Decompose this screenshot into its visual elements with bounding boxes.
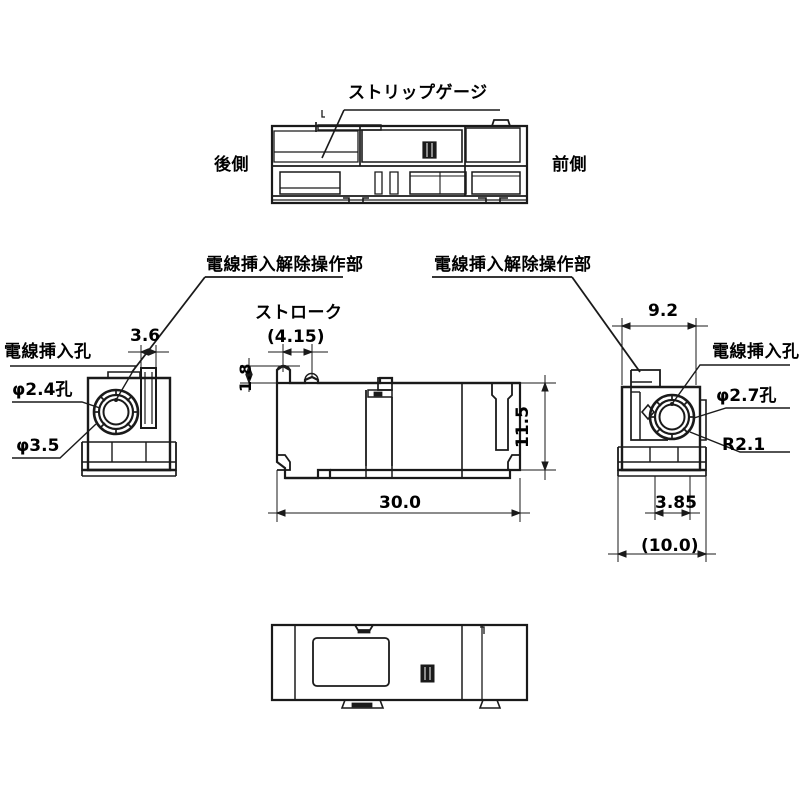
center-height-11-5: 11.5 xyxy=(513,406,533,448)
stroke-value: (4.15) xyxy=(267,327,325,347)
right-release-operation-callout: 電線挿入解除操作部 xyxy=(434,255,592,275)
center-height-1-8: 1.8 xyxy=(236,363,255,392)
right-side-view xyxy=(617,369,707,477)
stroke-label: ストローク xyxy=(255,303,343,323)
right-view-leaders xyxy=(670,364,790,453)
right-depth-10: (10.0) xyxy=(641,536,699,556)
top-view-outline xyxy=(270,119,529,205)
left-side-view xyxy=(81,367,177,477)
right-width-dimension-9-2: 9.2 xyxy=(648,301,679,321)
front-side-label: 前側 xyxy=(552,155,587,175)
right-wire-insertion-hole-label: 電線挿入孔 xyxy=(712,342,800,362)
center-dim-1-8 xyxy=(240,358,300,392)
left-hole-diameter-2-4: φ2.4孔 xyxy=(12,380,73,400)
bottom-view xyxy=(270,623,529,709)
right-view-dim-9-2 xyxy=(612,318,708,385)
center-dim-30 xyxy=(268,470,530,522)
right-radius-2-1: R2.1 xyxy=(722,435,766,455)
right-hole-diameter-2-7: φ2.7孔 xyxy=(716,386,777,406)
left-view-dim-3-6 xyxy=(128,345,169,370)
center-view xyxy=(275,364,522,480)
center-dim-11-5 xyxy=(520,375,556,480)
right-offset-3-85: 3.85 xyxy=(655,493,697,513)
strip-gauge-label: ストリップゲージ xyxy=(348,83,488,103)
callout-leaders xyxy=(131,276,641,373)
right-view-dim-3-85 xyxy=(645,476,700,520)
rear-side-label: 後側 xyxy=(214,155,249,175)
center-length-30: 30.0 xyxy=(379,493,421,513)
strip-gauge-leader xyxy=(321,109,500,159)
left-width-dimension-3-6: 3.6 xyxy=(130,326,161,346)
left-wire-insertion-hole-label: 電線挿入孔 xyxy=(4,342,92,362)
right-view-dim-10 xyxy=(608,476,716,562)
left-hole-diameter-3-5: φ3.5 xyxy=(16,436,60,456)
left-release-operation-callout: 電線挿入解除操作部 xyxy=(206,255,364,275)
center-dim-stroke xyxy=(268,344,328,378)
left-view-leaders xyxy=(10,365,138,459)
